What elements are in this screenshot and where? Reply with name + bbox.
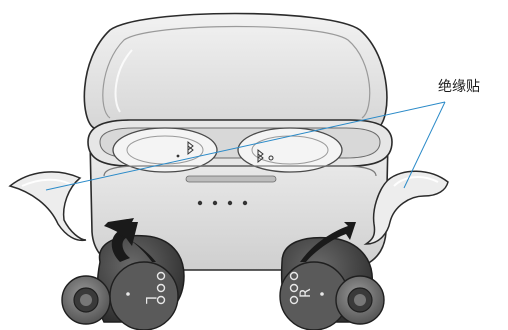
indicator-led	[243, 201, 247, 205]
case-lid	[84, 14, 387, 129]
indicator-led	[198, 201, 202, 205]
insulation-sticker-label: 绝缘贴	[438, 76, 480, 96]
left-insulation-sticker	[10, 172, 86, 240]
indicator-led	[213, 201, 217, 205]
right-mark: R	[298, 288, 314, 298]
indicator-led	[228, 201, 232, 205]
left-mark: L	[142, 296, 158, 304]
